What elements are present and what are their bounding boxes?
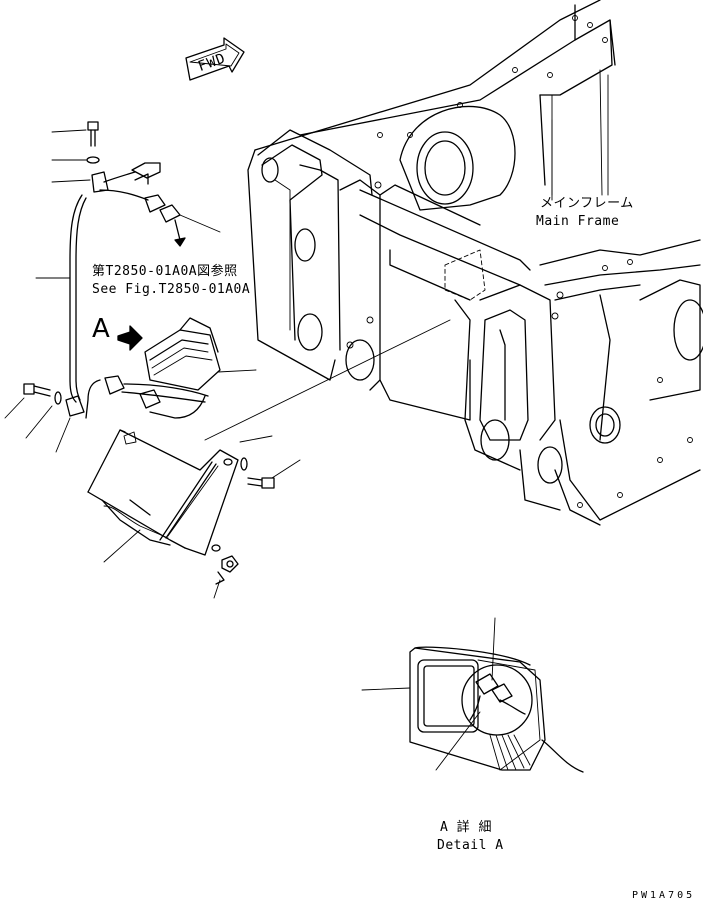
work-lamp bbox=[117, 317, 257, 391]
main-frame-label-en: Main Frame bbox=[536, 214, 620, 229]
nut-icon bbox=[221, 555, 239, 573]
main-frame bbox=[247, 0, 703, 526]
reference-label-en: See Fig.T2850-01A0A bbox=[92, 282, 251, 297]
harness-assembly bbox=[4, 121, 221, 453]
detail-a-lamp bbox=[361, 617, 584, 773]
detail-a-label-en: Detail A bbox=[437, 838, 504, 853]
drawing-code: PW1A705 bbox=[632, 890, 696, 901]
reference-label-jp: 第T2850-01A0A図参照 bbox=[92, 264, 238, 279]
washer-icon bbox=[240, 457, 248, 471]
view-a-letter: A bbox=[92, 314, 110, 344]
main-frame-label-jp: メインフレーム bbox=[540, 196, 634, 211]
arrow-line bbox=[174, 219, 181, 241]
bolt-icon bbox=[87, 121, 99, 147]
bolt-icon bbox=[247, 477, 275, 489]
bolt-icon bbox=[23, 383, 51, 397]
detail-a-label-jp: A 詳 細 bbox=[440, 820, 492, 835]
fwd-arrow-icon bbox=[185, 37, 245, 81]
washer-icon bbox=[54, 391, 62, 405]
washer-icon bbox=[86, 156, 100, 164]
lamp-bracket bbox=[87, 319, 451, 599]
